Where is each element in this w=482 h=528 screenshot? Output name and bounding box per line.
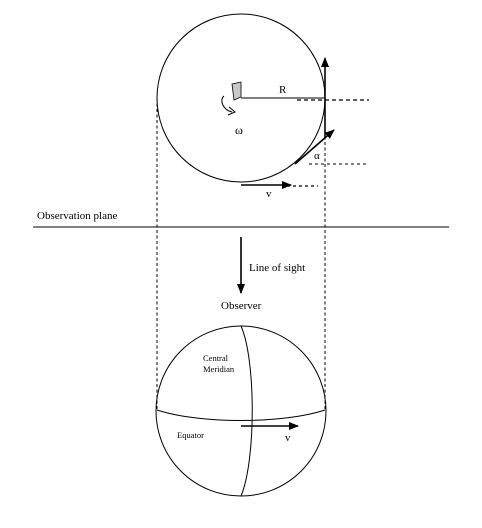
top-velocity-label: v	[266, 188, 272, 200]
equator-label: Equator	[177, 430, 204, 440]
tangential-velocity-arrow	[294, 129, 335, 165]
central-meridian-label-line2: Meridian	[203, 364, 235, 374]
side-view-sphere	[155, 325, 327, 497]
angular-velocity-label: ω	[235, 123, 243, 137]
rotation-arrow-icon	[221, 81, 242, 116]
angle-label: α	[314, 150, 320, 162]
radius-label: R	[279, 84, 287, 96]
line-of-sight-label: Line of sight	[249, 262, 305, 274]
central-meridian-label-line1: Central	[203, 353, 229, 363]
observer-label: Observer	[221, 300, 262, 312]
central-meridian-line	[240, 325, 253, 497]
equator-line	[156, 409, 326, 421]
bottom-velocity-label: v	[285, 432, 291, 444]
observation-plane-label: Observation plane	[37, 210, 117, 222]
